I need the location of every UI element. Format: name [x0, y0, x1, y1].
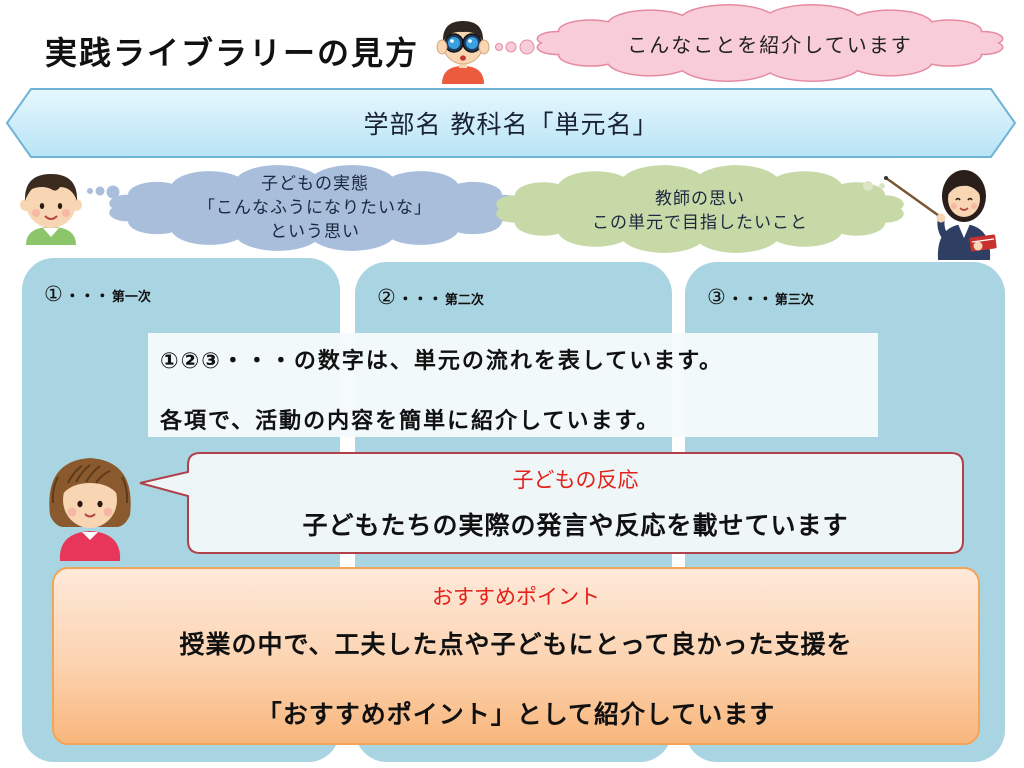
hair-stripes: [51, 464, 129, 504]
hand-left: [436, 39, 448, 55]
child-thought-line: という思い: [270, 222, 360, 242]
banner-text: 学部名 教科名「単元名」: [363, 110, 659, 139]
teacher-thought-cloud: 教師の思い この単元で目指したいこと: [495, 165, 905, 253]
note-line: ①②③・・・の数字は、単元の流れを表しています。: [160, 349, 724, 374]
note-line: 各項で、活動の内容を簡単に紹介しています。: [160, 409, 661, 434]
teacher-thought-line: 教師の思い: [655, 189, 745, 209]
recommend-heading: おすすめポイント: [432, 585, 600, 609]
child-thought-cloud: 子どもの実態 「こんなふうになりたいな」 という思い: [108, 165, 522, 251]
hand-right: [478, 39, 490, 55]
girl-illustration: [49, 458, 131, 561]
stage-label: ③ ・・・ 第三次: [707, 285, 814, 309]
child-thought-line: 子どもの実態: [261, 174, 369, 194]
mouth: [460, 55, 466, 61]
head: [63, 472, 117, 528]
mouth: [959, 207, 969, 211]
stage-dots: ・・・: [727, 290, 773, 308]
mouth: [84, 513, 96, 518]
page-title: 実践ライブラリーの見方: [45, 34, 420, 72]
arm: [937, 216, 950, 242]
recommend-point-box: おすすめポイント 授業の中で、工夫した点や子どもにとって良かった支援を 「おすす…: [52, 567, 980, 745]
pointer-stick: [884, 176, 944, 220]
cloud-outline: [110, 166, 520, 250]
banner-shape: [5, 88, 1017, 158]
hair: [442, 21, 484, 42]
recommend-line: 授業の中で、工夫した点や子どもにとって良かった支援を: [179, 630, 853, 659]
shirt: [59, 531, 121, 561]
shirt: [442, 66, 484, 84]
intro-cloud: こんなことを紹介しています: [535, 4, 1005, 82]
unit-banner: 学部名 教科名「単元名」: [5, 87, 1017, 159]
teacher-thought-line: この単元で目指したいこと: [592, 213, 808, 233]
thought-dots-teacher: [863, 181, 885, 191]
cloud-shape: [535, 4, 1005, 82]
stage-name: 第二次: [444, 293, 484, 308]
eye-right: [97, 500, 103, 508]
stage-name: 第三次: [774, 293, 814, 308]
hand-left: [936, 213, 946, 223]
stage-label: ② ・・・ 第二次: [377, 285, 484, 309]
child-reaction-bubble: 子どもの反応 子どもたちの実際の発言や反応を載せています: [136, 450, 968, 558]
stage-number: ③: [707, 285, 726, 309]
child-reaction-heading: 子どもの反応: [512, 468, 639, 492]
hand-right: [973, 241, 983, 251]
bangs: [947, 176, 981, 196]
eye-left: [39, 203, 45, 209]
speech-bubble-shape: [139, 452, 964, 554]
eye-right: [57, 203, 63, 209]
stage-label: ① ・・・ 第一次: [44, 282, 151, 306]
explanation-note: ①②③・・・の数字は、単元の流れを表しています。 各項で、活動の内容を簡単に紹介…: [148, 333, 878, 437]
cloud-outline: [537, 5, 1002, 81]
thought-dots-pink: [495, 39, 535, 55]
child-thought-line: 「こんなふうになりたいな」: [198, 198, 432, 218]
boy-with-binoculars-illustration: [436, 21, 490, 84]
stage-number: ②: [377, 285, 396, 309]
stage-dots: ・・・: [397, 290, 443, 308]
teacher-with-pointer-illustration: [884, 170, 997, 260]
child-reaction-text: 子どもたちの実際の発言や反応を載せています: [302, 511, 849, 540]
stage-name: 第一次: [111, 290, 151, 305]
mouth: [44, 215, 58, 220]
hair: [24, 174, 78, 201]
cloud-shape: [108, 165, 522, 251]
intro-cloud-text: こんなことを紹介しています: [627, 32, 913, 57]
boy-illustration: [20, 174, 82, 245]
suit: [937, 224, 991, 260]
eye-left: [77, 500, 83, 508]
recommend-line: 「おすすめポイント」として紹介しています: [256, 700, 776, 729]
stage-number: ①: [44, 282, 63, 306]
thought-dots-child: [87, 185, 120, 199]
stage-dots: ・・・: [64, 287, 110, 305]
